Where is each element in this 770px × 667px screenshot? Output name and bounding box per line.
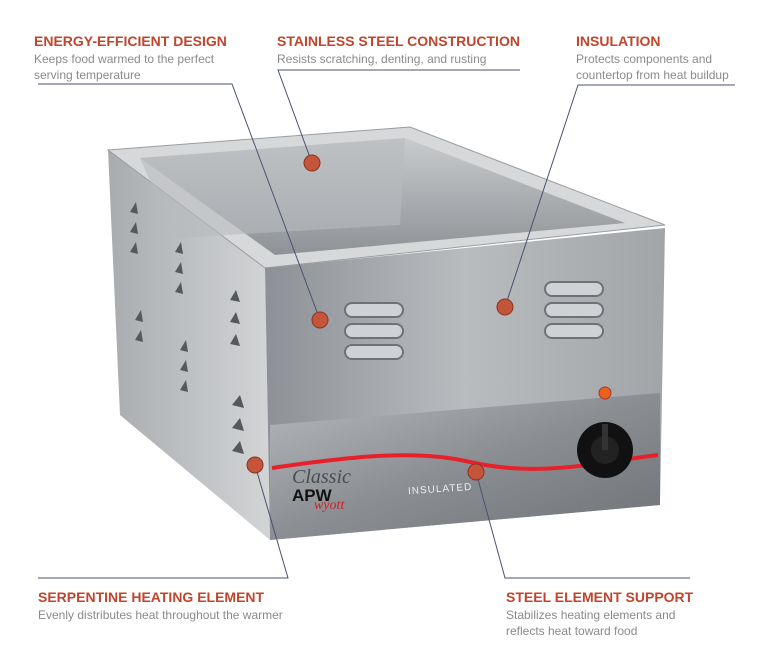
leader-stainless — [277, 69, 520, 164]
leader-lines — [38, 69, 735, 579]
dot-insulation — [496, 298, 514, 316]
side-vents — [130, 202, 244, 454]
callout-description: Evenly distributes heat throughout the w… — [38, 608, 283, 622]
callout-energy-efficient: ENERGY-EFFICIENT DESIGN Keeps food warme… — [34, 33, 244, 83]
callout-stainless-steel: STAINLESS STEEL CONSTRUCTION Resists scr… — [277, 33, 537, 67]
callout-title: SERPENTINE HEATING ELEMENT — [38, 589, 265, 605]
callout-dots — [246, 154, 514, 481]
dot-energy — [311, 311, 329, 329]
dot-support — [467, 463, 485, 481]
dot-serpentine — [246, 456, 264, 474]
dot-stainless — [303, 154, 321, 172]
indicator-light — [598, 386, 612, 400]
left-side-panel — [108, 150, 270, 540]
callout-title: STEEL ELEMENT SUPPORT — [506, 589, 694, 605]
brand-line: Classic — [292, 466, 351, 488]
callout-description: Resists scratching, denting, and rusting — [277, 52, 487, 66]
callout-steel-element-support: STEEL ELEMENT SUPPORT Stabilizes heating… — [506, 589, 706, 639]
callout-title: ENERGY-EFFICIENT DESIGN — [34, 33, 227, 49]
callout-description: Stabilizes heating elements and reflects… — [506, 608, 676, 638]
callout-title: STAINLESS STEEL CONSTRUCTION — [277, 33, 520, 49]
leader-insulation — [504, 84, 735, 308]
thermostat-knob[interactable] — [577, 422, 633, 478]
callout-insulation: INSULATION Protects components and count… — [576, 33, 756, 83]
leader-support — [475, 471, 690, 579]
leader-serpentine — [38, 464, 289, 579]
brand-script: wyott — [314, 498, 345, 513]
callout-title: INSULATION — [576, 33, 661, 49]
callout-description: Protects components and countertop from … — [576, 52, 729, 82]
control-panel — [270, 393, 660, 540]
brand-logo: Classic APW wyott — [292, 466, 351, 514]
callout-serpentine-heating: SERPENTINE HEATING ELEMENT Evenly distri… — [38, 589, 328, 623]
callout-description: Keeps food warmed to the perfect serving… — [34, 52, 215, 82]
well-back-wall — [140, 138, 405, 238]
leader-energy — [38, 83, 321, 321]
brand-name: APW — [292, 486, 332, 505]
vent-louvers — [344, 281, 604, 360]
